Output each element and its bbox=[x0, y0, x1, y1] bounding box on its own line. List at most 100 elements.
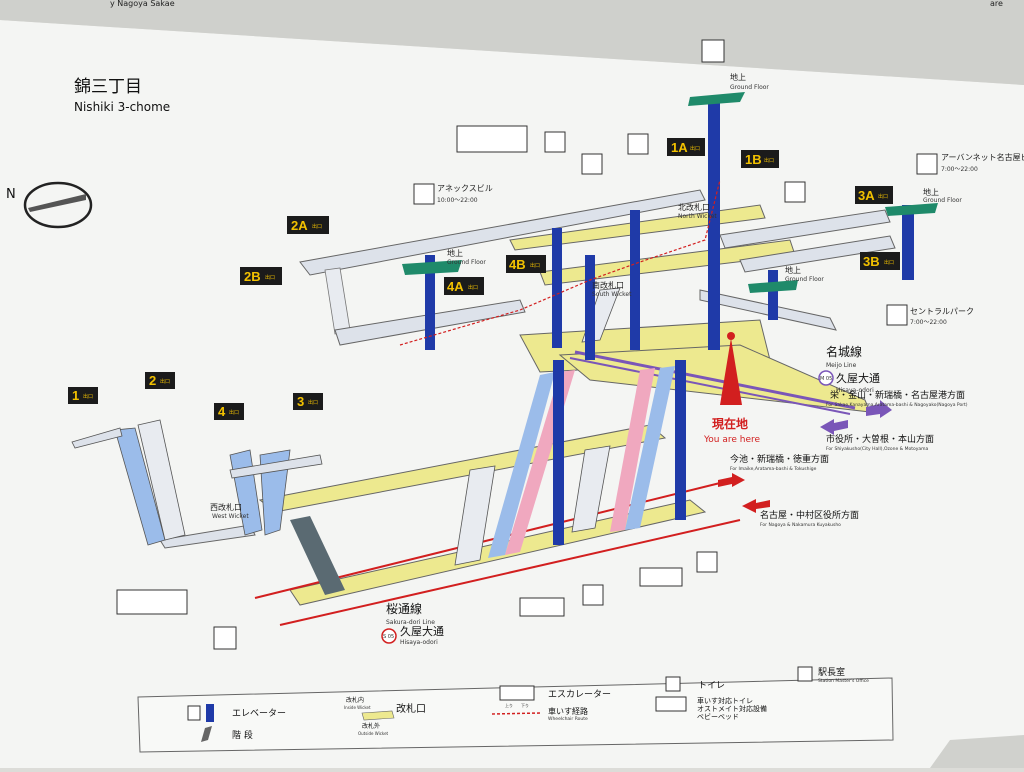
meijo-line-en: Meijo Line bbox=[826, 362, 857, 369]
elevator-icon bbox=[544, 131, 566, 153]
arrow-right-icon bbox=[866, 400, 892, 418]
direction-4-jp: 名古屋・中村区役所方面 bbox=[760, 509, 859, 521]
elevator-icon bbox=[916, 153, 938, 175]
walkway-3a bbox=[719, 209, 891, 249]
elevator-icon bbox=[581, 153, 603, 175]
arrow-left-icon bbox=[742, 499, 770, 513]
legend-box bbox=[137, 677, 894, 753]
legend: エレベーター 階 段 改札内 Inside Wicket 改札口 改札外 Out… bbox=[137, 666, 894, 753]
legend-wheelchair-en: Wheelchair Route bbox=[548, 716, 588, 722]
stairs-mid-2 bbox=[571, 445, 611, 533]
sakura-station-jp: 久屋大通 bbox=[400, 624, 444, 638]
direction-1-en: For Sakae,Kanayama,Aratama-bashi & Nagoy… bbox=[826, 402, 968, 408]
svg-text:出口: 出口 bbox=[308, 399, 318, 406]
elevator-icon-boxes bbox=[116, 39, 938, 650]
sakura-line-en: Sakura-dori Line bbox=[386, 619, 435, 626]
you-are-here-pin-icon bbox=[720, 338, 742, 405]
wheelchair-route-icon bbox=[491, 712, 541, 715]
svg-text:3A: 3A bbox=[858, 188, 875, 203]
elevator-south bbox=[585, 255, 595, 360]
you-are-here-marker: 現在地 You are here bbox=[703, 332, 761, 445]
svg-text:2: 2 bbox=[149, 373, 156, 388]
legend-esc-down: 下り bbox=[521, 702, 529, 708]
compass-label: N bbox=[6, 187, 16, 202]
you-are-here-jp: 現在地 bbox=[712, 416, 748, 431]
stairs-west-dark bbox=[290, 516, 345, 595]
svg-text:出口: 出口 bbox=[312, 223, 322, 230]
toilet-icon bbox=[665, 676, 681, 692]
legend-baby-bed: ベビーベッド bbox=[697, 712, 739, 721]
svg-text:1B: 1B bbox=[745, 152, 762, 167]
ground-floor-en: Ground Floor bbox=[785, 276, 824, 283]
direction-2-en: For Shiyakusho(City Hall),Ozone & Motoya… bbox=[826, 446, 929, 452]
sakura-track-2 bbox=[279, 519, 741, 626]
arrow-right-icon bbox=[718, 473, 745, 487]
exit-3-top bbox=[229, 454, 323, 479]
legend-office-jp: 駅長室 bbox=[818, 666, 845, 678]
legend-toilet: トイレ bbox=[698, 681, 725, 691]
elevator-shaft-icon bbox=[206, 704, 214, 722]
station-name-en: Nishiki 3-chome bbox=[74, 100, 170, 114]
elevator-central bbox=[768, 270, 778, 320]
meijo-station-en: Hisaya-odori bbox=[836, 387, 874, 394]
direction-arrows: 栄・金山・新瑞橋・名古屋港方面 For Sakae,Kanayama,Arata… bbox=[718, 389, 968, 528]
escalator-blue-1 bbox=[488, 372, 555, 558]
stairs-icon bbox=[201, 726, 212, 742]
svg-text:出口: 出口 bbox=[160, 378, 170, 385]
legend-ostomate: オストメイト対応設備 bbox=[697, 704, 767, 713]
exit-1-top bbox=[71, 427, 123, 449]
elevator-annex bbox=[425, 255, 435, 350]
you-are-here-dot bbox=[727, 332, 735, 340]
south-wicket-label: 南改札口 bbox=[592, 280, 624, 290]
svg-text:3B: 3B bbox=[863, 254, 880, 269]
annex-hours: 10:00～22:00 bbox=[437, 197, 478, 204]
legend-outside-jp: 改札外 bbox=[362, 722, 380, 730]
legend-outside-en: Outside Wicket bbox=[358, 731, 389, 736]
svg-text:2B: 2B bbox=[244, 269, 261, 284]
svg-text:4A: 4A bbox=[447, 279, 464, 294]
station-master-office-icon bbox=[213, 626, 237, 650]
svg-text:出口: 出口 bbox=[690, 145, 700, 152]
west-wicket-label: 西改札口 bbox=[210, 502, 242, 512]
elevator-icon bbox=[784, 181, 806, 203]
legend-accessible-toilet: 車いす対応トイレ bbox=[697, 696, 753, 705]
sakura-station-en: Hisaya-odori bbox=[400, 639, 438, 646]
compass: N bbox=[6, 181, 93, 229]
urbannet-building-label: アーバンネット名古屋ビル bbox=[941, 152, 1024, 162]
ground-floor-label: 地上 bbox=[785, 265, 801, 275]
direction-2-jp: 市役所・大曽根・本山方面 bbox=[826, 433, 934, 445]
elevator-icon bbox=[582, 584, 604, 606]
svg-text:出口: 出口 bbox=[468, 284, 478, 291]
meijo-line-code: M 05 bbox=[820, 376, 832, 382]
svg-text:3: 3 bbox=[297, 394, 304, 409]
direction-3-jp: 今池・新瑞橋・徳重方面 bbox=[730, 453, 829, 465]
sakura-line-code: S 05 bbox=[383, 634, 394, 640]
meijo-line-code-icon bbox=[818, 370, 834, 386]
legend-esc-up: 上り bbox=[505, 702, 513, 708]
legend-wicket: 改札口 bbox=[396, 702, 426, 715]
board-top-edge bbox=[0, 0, 1024, 85]
you-are-here-en: You are here bbox=[703, 435, 761, 445]
direction-3-en: For Imaike,Aratama-bashi & Tokushige bbox=[730, 466, 817, 472]
walkway-3b bbox=[739, 235, 896, 273]
direction-4-en: For Nagoya & Nakamura Kuyakusho bbox=[760, 522, 841, 528]
elevator-3a bbox=[902, 205, 914, 280]
ground-floor-label: 地上 bbox=[447, 248, 463, 258]
ground-pad-central bbox=[748, 280, 798, 293]
north-wicket-label: 北改札口 bbox=[678, 202, 710, 212]
elevators bbox=[402, 92, 938, 545]
svg-text:1: 1 bbox=[72, 388, 79, 403]
legend-office-en: Station Master's Office bbox=[818, 678, 869, 684]
svg-text:1A: 1A bbox=[671, 140, 688, 155]
ground-pad-3a bbox=[885, 203, 938, 216]
legend-inside-en: Inside Wicket bbox=[344, 705, 371, 710]
meijo-station-jp: 久屋大通 bbox=[836, 371, 880, 385]
ground-floor-en: Ground Floor bbox=[923, 197, 962, 204]
elevator-icon bbox=[627, 133, 649, 155]
